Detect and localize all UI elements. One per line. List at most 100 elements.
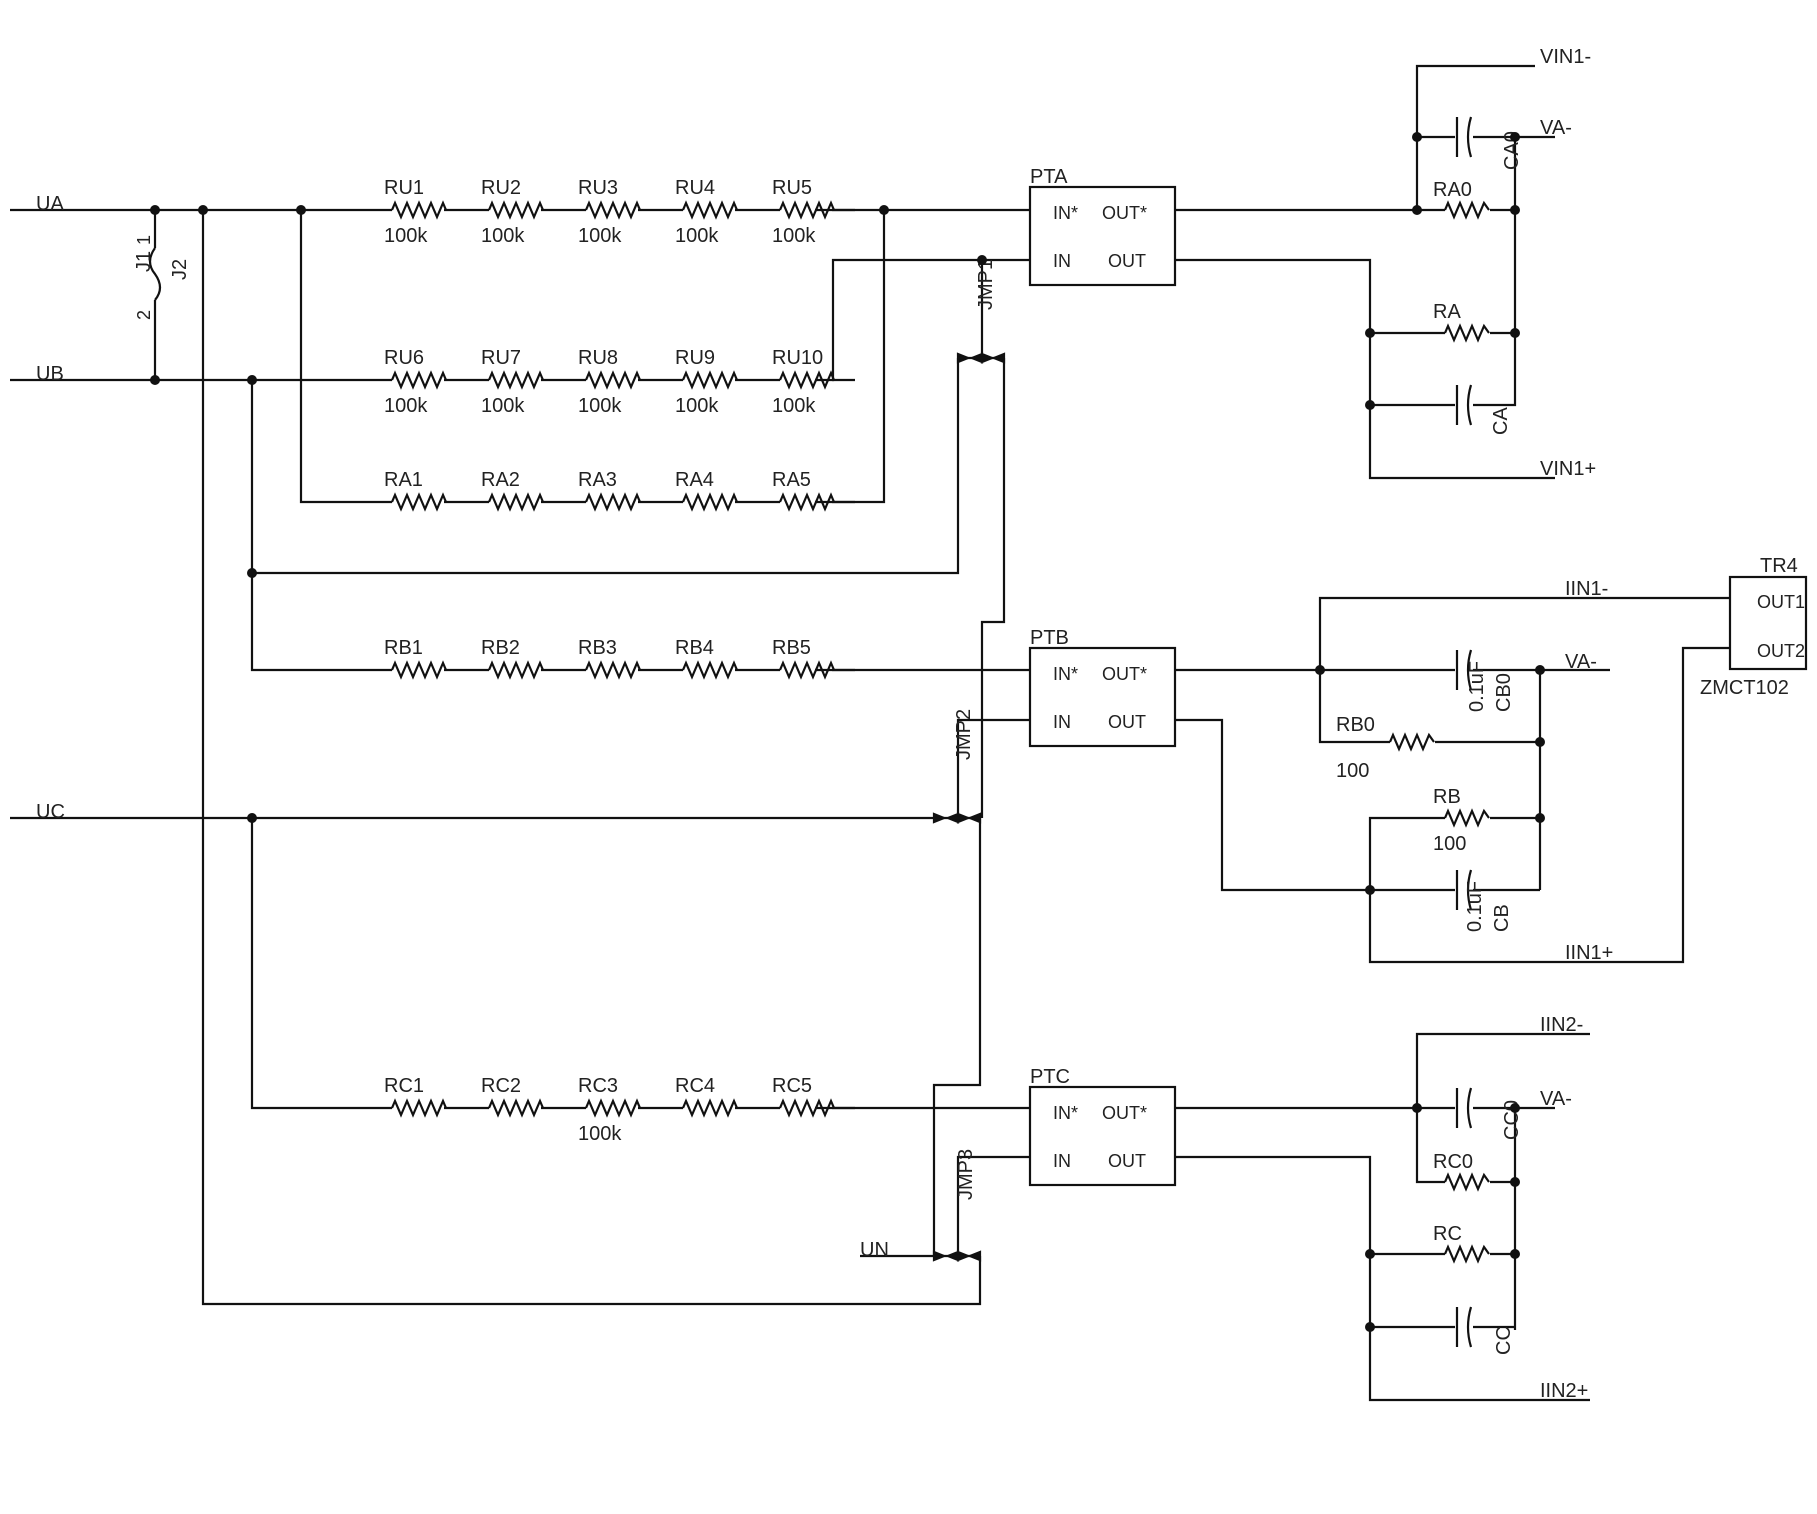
resistor-ref-label: RU6	[384, 347, 424, 369]
resistor-ref-label: RA2	[481, 469, 520, 491]
jumper-j1-j2[interactable]: J1 J2 1 2	[133, 235, 191, 320]
resistor-zigzag	[487, 660, 545, 680]
wire-iin1-plus	[1368, 646, 1730, 964]
resistor-rc4[interactable]: RC4	[661, 1075, 758, 1118]
resistor-ref-label: RU3	[578, 177, 618, 199]
capacitor-cb-plates	[1455, 869, 1473, 911]
resistor-ref-label: RB5	[772, 637, 811, 659]
label-jmp3: JMP3	[955, 1149, 977, 1200]
resistor-ra5[interactable]: RA5	[758, 469, 855, 512]
resistor-zigzag	[778, 370, 836, 390]
junction-dot	[1510, 328, 1520, 338]
resistor-rc1[interactable]: RC1	[370, 1075, 467, 1118]
resistor-zigzag	[584, 1098, 642, 1118]
ptb-in-star: IN*	[1053, 664, 1078, 684]
value-cb: 0.1uF	[1464, 881, 1486, 932]
transformer-pta[interactable]: PTA IN* OUT* IN OUT	[1028, 166, 1177, 287]
net-vin1-minus: VIN1-	[1540, 46, 1591, 68]
junction-dot	[1535, 737, 1545, 747]
resistor-rc2[interactable]: RC2	[467, 1075, 564, 1118]
resistor-ra0[interactable]	[1443, 200, 1490, 220]
capacitor-cc[interactable]	[1455, 1306, 1473, 1348]
resistor-rb1[interactable]: RB1	[370, 637, 467, 680]
resistor-zigzag	[487, 492, 545, 512]
resistor-rb4[interactable]: RB4	[661, 637, 758, 680]
wire-vin1-minus	[1415, 64, 1535, 210]
wire-ptb-in	[956, 718, 1030, 818]
resistor-ra3[interactable]: RA3	[564, 469, 661, 512]
capacitor-cb0[interactable]	[1455, 649, 1473, 691]
resistor-zigzag	[487, 370, 545, 390]
net-un: UN	[860, 1239, 889, 1261]
label-j1: J1	[133, 251, 155, 272]
net-uc: UC	[36, 801, 65, 823]
resistor-ra1[interactable]: RA1	[370, 469, 467, 512]
wire-un-return	[201, 210, 982, 1306]
jumper-jmp2[interactable]: JMP2	[932, 709, 982, 824]
resistor-zigzag	[487, 200, 545, 220]
resistor-rb5[interactable]: RB5	[758, 637, 855, 680]
tr4-out2: OUT2	[1757, 641, 1805, 661]
junction-dot	[1412, 1103, 1422, 1113]
jumper-jmp3[interactable]: JMP3	[932, 1149, 982, 1262]
label-rc: RC	[1433, 1223, 1462, 1245]
wire-ca-load	[1370, 401, 1517, 407]
wire-pta-in	[815, 258, 1030, 382]
resistor-ref-label: RU2	[481, 177, 521, 199]
resistor-rc5[interactable]: RC5	[758, 1075, 855, 1118]
jumper-jmp1[interactable]: JMP1	[956, 259, 1006, 364]
junction-dots	[150, 132, 1545, 1332]
junction-dot	[1535, 665, 1545, 675]
resistor-rb0[interactable]	[1388, 732, 1435, 752]
capacitor-ca[interactable]	[1455, 384, 1473, 426]
tr4-body	[1728, 575, 1808, 671]
resistor-rb[interactable]	[1443, 808, 1490, 828]
transformer-ptc[interactable]: PTC IN* OUT* IN OUT	[1028, 1066, 1177, 1187]
wire-rb0	[1318, 670, 1540, 744]
resistor-ra2[interactable]: RA2	[467, 469, 564, 512]
junction-dot	[247, 568, 257, 578]
junction-dot	[1510, 132, 1520, 142]
resistor-rc[interactable]	[1443, 1244, 1490, 1264]
resistor-value-label: 100k	[772, 225, 816, 247]
pta-in-star: IN*	[1053, 203, 1078, 223]
resistor-rb3[interactable]: RB3	[564, 637, 661, 680]
capacitor-cc0[interactable]	[1455, 1087, 1473, 1129]
ptb-in: IN	[1053, 712, 1071, 732]
resistor-rc0[interactable]	[1443, 1172, 1490, 1192]
resistor-ra4[interactable]: RA4	[661, 469, 758, 512]
wire-ra-feed	[299, 210, 370, 504]
capacitor-cb[interactable]	[1455, 869, 1473, 911]
label-jmp1: JMP1	[975, 259, 997, 310]
label-cc: CC	[1493, 1326, 1515, 1355]
transformer-ptb[interactable]: PTB IN* OUT* IN OUT	[1028, 627, 1177, 748]
resistor-zigzag	[681, 660, 739, 680]
junction-dot	[1412, 205, 1422, 215]
resistor-zigzag	[681, 200, 739, 220]
ptc-in: IN	[1053, 1151, 1071, 1171]
resistor-rb2[interactable]: RB2	[467, 637, 564, 680]
capacitor-ca0[interactable]	[1455, 116, 1473, 158]
resistor-zigzag	[778, 492, 836, 512]
resistor-value-label: 100k	[578, 1123, 622, 1145]
wire-jmp1-down	[980, 358, 1006, 818]
label-rc0: RC0	[1433, 1151, 1473, 1173]
net-vin1-plus: VIN1+	[1540, 458, 1596, 480]
resistor-ref-label: RU8	[578, 347, 618, 369]
resistor-ra[interactable]	[1443, 323, 1490, 343]
secondary-components: RA0 CA0 RA CA CB0 0.1uF RB0 100 RB 100 C…	[1336, 116, 1523, 1355]
junction-dot	[1365, 400, 1375, 410]
capacitor-ca0-plates	[1455, 116, 1473, 158]
transformer-tr4[interactable]: TR4 OUT1 OUT2 ZMCT102	[1700, 555, 1808, 699]
